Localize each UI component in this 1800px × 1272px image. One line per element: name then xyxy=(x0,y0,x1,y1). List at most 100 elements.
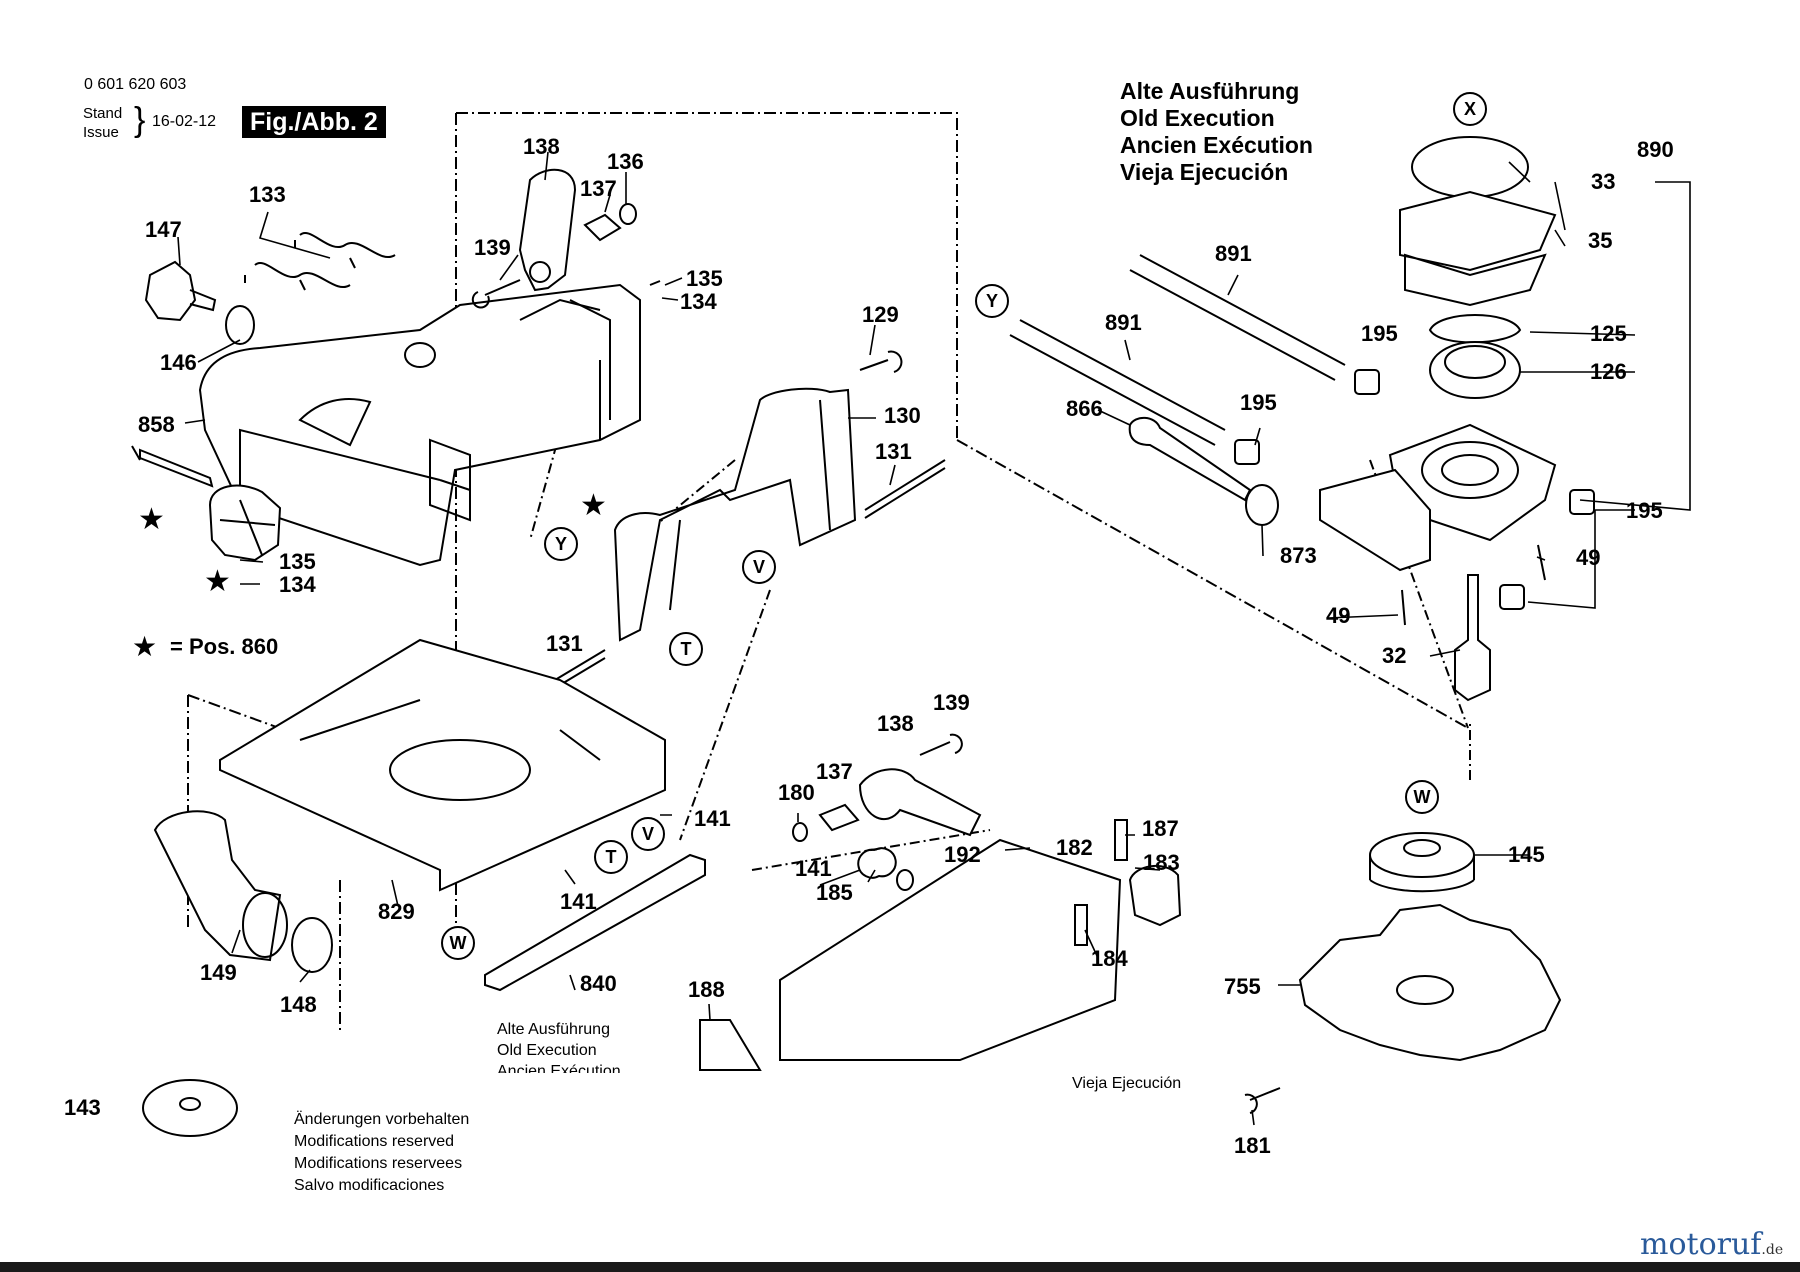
dash-frame-right xyxy=(956,439,1469,729)
part-label: 130 xyxy=(884,403,921,428)
part-49-screw-a xyxy=(1537,544,1546,581)
part-label: 188 xyxy=(688,977,725,1002)
part-35-gasket xyxy=(1399,190,1557,307)
old-exec-small-es: Vieja Ejecución xyxy=(1072,1075,1182,1092)
part-label: 195 xyxy=(1361,321,1398,346)
issue-date: 16-02-12 xyxy=(152,113,217,130)
part-130-fence xyxy=(613,387,857,642)
part-label: 141 xyxy=(795,856,832,881)
part-number: 0 601 620 603 xyxy=(84,76,187,93)
ref-circle-t: T xyxy=(669,632,703,666)
part-195-sleeve-b xyxy=(1234,439,1260,465)
part-label: 890 xyxy=(1637,137,1674,162)
part-891-rod-a xyxy=(1129,254,1346,381)
dash-frame-main xyxy=(455,112,958,930)
part-label: 137 xyxy=(580,176,617,201)
leader-lines xyxy=(177,151,1691,1126)
ref-circle-t: T xyxy=(594,840,628,874)
part-181-screw xyxy=(1244,1087,1281,1114)
ref-circle-y: Y xyxy=(544,527,578,561)
old-exec-small-de: Alte Ausführung xyxy=(497,1021,610,1038)
modifications-de: Änderungen vorbehalten xyxy=(294,1111,470,1128)
part-label: 139 xyxy=(933,690,970,715)
part-label: 187 xyxy=(1142,816,1179,841)
part-195-sleeve-c xyxy=(1569,489,1595,515)
part-label: 192 xyxy=(944,842,981,867)
part-label: 35 xyxy=(1588,228,1613,253)
bottom-bar xyxy=(0,1262,1800,1272)
part-label: 134 xyxy=(680,289,717,314)
part-label: 147 xyxy=(145,217,182,242)
part-label: 49 xyxy=(1576,545,1601,570)
part-label: 129 xyxy=(862,302,899,327)
legend-text: = Pos. 860 xyxy=(170,634,279,659)
modifications-fr: Modifications reservees xyxy=(294,1155,463,1172)
old-exec-small-en: Old Execution xyxy=(497,1042,597,1059)
part-label: 755 xyxy=(1224,974,1261,999)
part-185-gear xyxy=(857,847,897,879)
stand-label: Stand xyxy=(83,105,123,122)
part-label: 195 xyxy=(1626,498,1663,523)
part-195-sleeve-a xyxy=(1354,369,1380,395)
part-129-screw xyxy=(859,350,903,373)
part-label: 137 xyxy=(816,759,853,784)
part-135-pin xyxy=(649,280,661,286)
modifications-es: Salvo modificaciones xyxy=(294,1177,445,1194)
part-873-knob xyxy=(1245,484,1279,526)
part-49-screw-b xyxy=(1401,589,1406,626)
part-label: 829 xyxy=(378,899,415,924)
part-33-ring xyxy=(1411,136,1529,198)
part-184-clip xyxy=(1074,904,1088,946)
part-label: 32 xyxy=(1382,643,1407,668)
watermark-main: motoruf xyxy=(1640,1227,1762,1262)
part-32-shaft xyxy=(1454,574,1491,702)
part-label: 138 xyxy=(523,134,560,159)
ref-circle-x: X xyxy=(1453,92,1487,126)
part-label: 138 xyxy=(877,711,914,736)
part-195-sleeve-d xyxy=(1499,584,1525,610)
ref-circle-v: V xyxy=(742,550,776,584)
star-icon: ★ xyxy=(204,565,231,598)
part-label: 866 xyxy=(1066,396,1103,421)
part-147-knob xyxy=(144,260,217,322)
part-829-sole-plate xyxy=(219,638,666,892)
part-866-spindle xyxy=(1128,416,1252,502)
part-arm xyxy=(1319,468,1431,572)
part-755-blade xyxy=(1298,903,1562,1062)
part-label: 183 xyxy=(1143,850,1180,875)
part-136-washer xyxy=(619,203,637,225)
part-133-springs xyxy=(244,232,396,291)
part-137-sleeve xyxy=(583,213,622,242)
part-858-base xyxy=(198,283,641,567)
part-label: 125 xyxy=(1590,321,1627,346)
star-icon: ★ xyxy=(580,489,607,522)
ref-circle-w: W xyxy=(1405,780,1439,814)
dash-leader-v xyxy=(649,459,771,841)
part-145-flange xyxy=(1369,832,1475,893)
part-858-bolt xyxy=(131,445,214,488)
part-183-knob xyxy=(1128,864,1182,927)
part-840-strip xyxy=(484,853,706,992)
part-label: 49 xyxy=(1326,603,1351,628)
part-label: 148 xyxy=(280,992,317,1017)
part-label: 126 xyxy=(1590,359,1627,384)
part-label: 195 xyxy=(1240,390,1277,415)
part-label: 181 xyxy=(1234,1133,1271,1158)
part-149-elbow xyxy=(153,810,288,962)
part-label: 891 xyxy=(1215,241,1252,266)
watermark-logo: motoruf.de xyxy=(1640,1230,1783,1260)
part-label: 33 xyxy=(1591,169,1616,194)
figure-badge: Fig./Abb. 2 xyxy=(242,106,386,138)
part-label: 131 xyxy=(875,439,912,464)
part-label: 840 xyxy=(580,971,617,996)
part-label: 136 xyxy=(607,149,644,174)
brace: } xyxy=(134,101,146,139)
watermark-suffix: .de xyxy=(1761,1242,1784,1258)
part-label: 133 xyxy=(249,182,286,207)
old-exec-es: Vieja Ejecución xyxy=(1120,159,1289,185)
part-146-washer xyxy=(225,305,255,345)
ref-circle-w: W xyxy=(441,926,475,960)
modifications-en: Modifications reserved xyxy=(294,1133,455,1150)
part-label: 141 xyxy=(560,889,597,914)
